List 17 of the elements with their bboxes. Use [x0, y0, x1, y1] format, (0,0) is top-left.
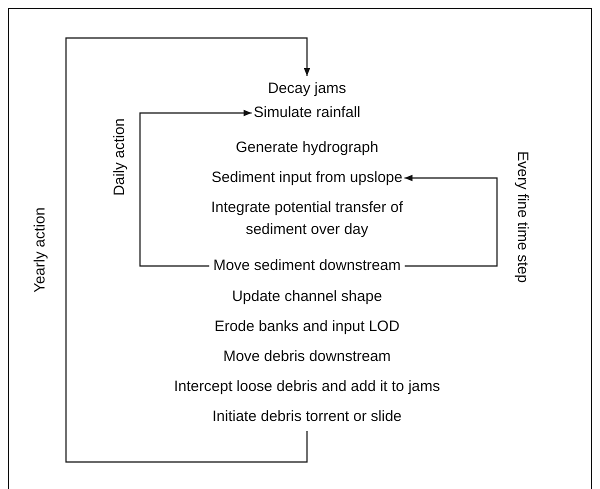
- step-text: Move debris downstream: [223, 346, 391, 368]
- step-text: Generate hydrograph: [236, 137, 378, 159]
- step-text: Integrate potential transfer of sediment over day: [200, 197, 414, 241]
- step-text: Initiate debris torrent or slide: [212, 406, 402, 428]
- step-text: Erode banks and input LOD: [214, 316, 400, 338]
- step-text: Intercept loose debris and add it to jams: [174, 376, 440, 398]
- edge-label: Daily action: [110, 118, 129, 196]
- connector-arrow: [65, 37, 310, 463]
- step-text: Update channel shape: [232, 286, 382, 308]
- step-text: Sediment input from upslope: [212, 167, 402, 189]
- step-text: Move sediment downstream: [213, 255, 401, 277]
- step-text: Simulate rainfall: [254, 102, 360, 124]
- connector-arrow: [139, 110, 252, 267]
- edge-label: Yearly action: [31, 207, 50, 293]
- connector-arrow: [404, 174, 498, 267]
- step-text: Decay jams: [268, 78, 346, 100]
- edge-label: Every fine time step: [512, 151, 531, 283]
